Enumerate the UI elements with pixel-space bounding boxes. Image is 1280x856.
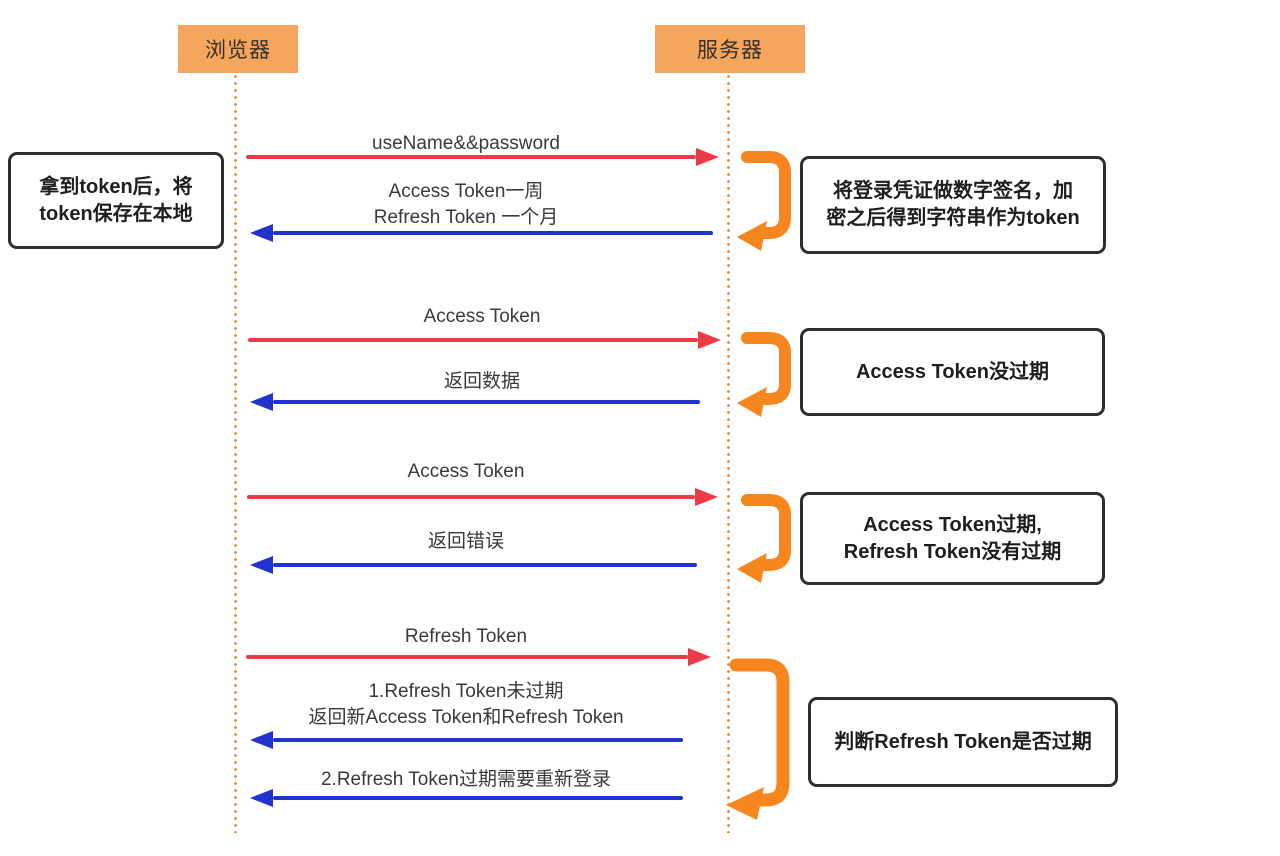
message-label: 1.Refresh Token未过期 返回新Access Token和Refre… bbox=[308, 681, 624, 728]
lifeline-browser bbox=[234, 73, 237, 833]
arrowhead-right-icon bbox=[688, 647, 711, 666]
actor-server: 服务器 bbox=[655, 25, 805, 73]
message-label: 2.Refresh Token过期需要重新登录 bbox=[320, 769, 611, 790]
note-browser-save-token: 拿到token后，将 token保存在本地 bbox=[8, 152, 224, 249]
arrowhead-right-icon bbox=[696, 147, 719, 166]
lifeline-server bbox=[727, 73, 730, 833]
message-label: 返回数据 bbox=[443, 371, 520, 392]
message-label: Access Token bbox=[407, 461, 525, 482]
note-server-token-valid: Access Token没过期 bbox=[800, 328, 1105, 416]
response-arrow bbox=[250, 556, 697, 574]
message-label: Access Token bbox=[423, 306, 541, 327]
message-label: Access Token一周 Refresh Token 一个月 bbox=[373, 181, 559, 228]
server-process-loop-icon bbox=[737, 151, 791, 251]
arrowhead-right-icon bbox=[695, 487, 718, 506]
note-server-sign-token: 将登录凭证做数字签名，加 密之后得到字符串作为token bbox=[800, 156, 1106, 254]
message-label: 返回错误 bbox=[427, 531, 504, 552]
arrowhead-left-icon bbox=[250, 393, 273, 411]
server-process-loop-icon bbox=[737, 332, 791, 417]
response-arrow bbox=[250, 731, 683, 749]
arrowhead-right-icon bbox=[698, 330, 721, 349]
message-label: useName&&password bbox=[372, 133, 560, 154]
actor-browser: 浏览器 bbox=[178, 25, 298, 73]
request-arrow bbox=[247, 487, 718, 506]
request-arrow bbox=[246, 647, 711, 666]
request-arrow bbox=[248, 330, 721, 349]
server-process-loop-icon bbox=[737, 494, 791, 583]
arrowhead-left-icon bbox=[250, 224, 273, 242]
server-process-loop-icon bbox=[726, 658, 790, 820]
message-label: Refresh Token bbox=[404, 626, 528, 647]
request-arrow bbox=[246, 147, 719, 166]
note-server-check-refresh: 判断Refresh Token是否过期 bbox=[808, 697, 1118, 787]
response-arrow bbox=[250, 393, 700, 411]
arrowhead-left-icon bbox=[250, 731, 273, 749]
response-arrow bbox=[250, 789, 683, 807]
arrowhead-left-icon bbox=[250, 556, 273, 574]
arrowhead-left-icon bbox=[250, 789, 273, 807]
note-server-access-expired: Access Token过期, Refresh Token没有过期 bbox=[800, 492, 1105, 585]
response-arrow bbox=[250, 224, 713, 242]
